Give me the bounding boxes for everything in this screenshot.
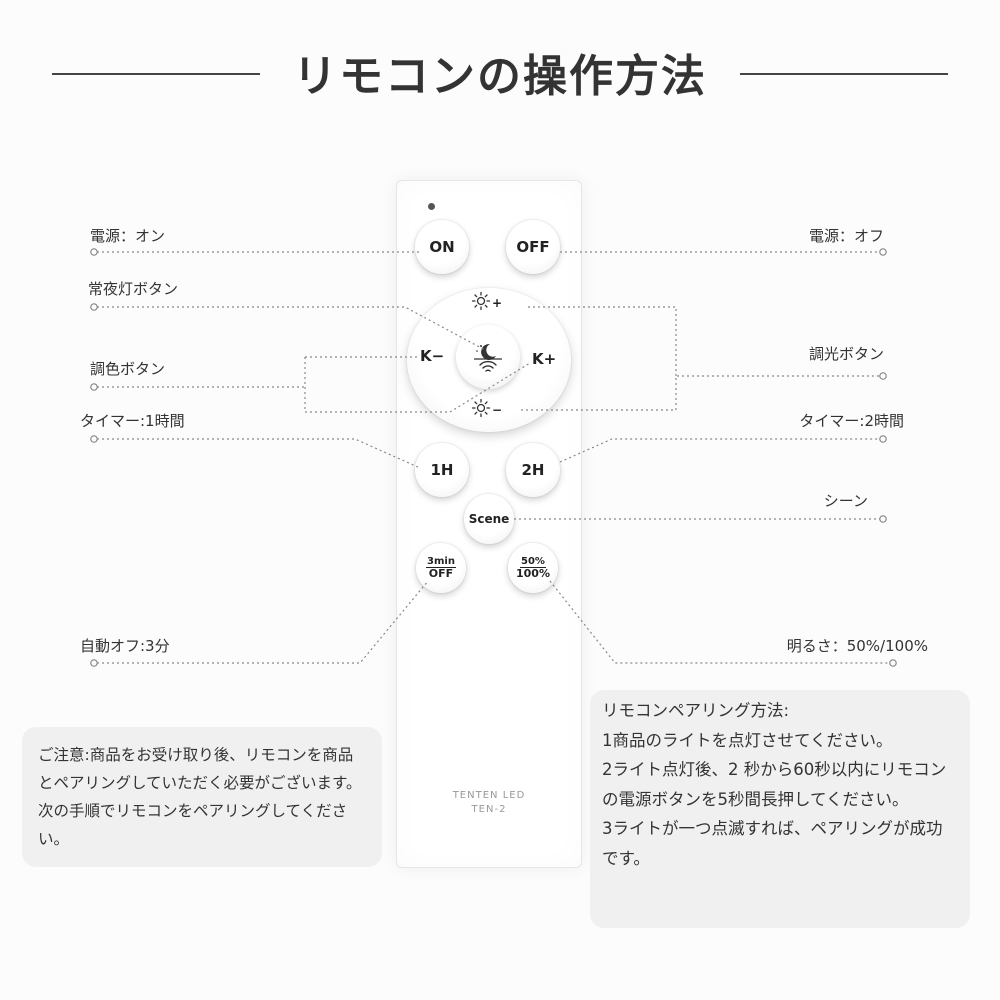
brightness-down-label: − [492,403,503,417]
pairing-step-3: 3ライトが一つ点滅すれば、ペアリングが成功です。 [602,819,943,868]
brightness-toggle-bottom-label: 100% [516,566,550,580]
sun-icon [471,398,491,422]
pairing-title: リモコンペアリング方法: [602,701,790,720]
label-timer-2h: タイマー:2時間 [799,412,904,430]
brightness-toggle-button[interactable]: 50% 100% [508,543,558,593]
page-title: リモコンの操作方法 [293,51,707,102]
brightness-down-button[interactable]: − [471,398,511,422]
color-temp-minus-button[interactable]: K− [420,347,445,365]
label-scene: シーン [823,492,868,510]
auto-off-button[interactable]: 3min OFF [416,543,466,593]
auto-off-bottom-label: OFF [428,566,454,580]
timer-1h-button[interactable]: 1H [415,443,469,497]
power-on-button[interactable]: ON [415,220,469,274]
power-off-button[interactable]: OFF [506,220,560,274]
caution-note: ご注意:商品をお受け取り後、リモコンを商品とペアリングしていただく必要がございま… [22,727,382,867]
brightness-up-label: + [492,296,503,310]
label-brightness: 明るさ：50%/100% [786,637,928,655]
label-night-light: 常夜灯ボタン [88,280,179,298]
brand-label: TENTEN LED [452,790,526,801]
label-power-on: 電源：オン [90,227,166,245]
leader-color-temp-plus [304,357,531,413]
pairing-step-1: 1商品のライトを点灯させてください。 [602,730,893,750]
scene-button[interactable]: Scene [464,494,514,544]
night-light-button[interactable] [456,325,520,389]
title-rule-left [52,73,260,75]
auto-off-top-label: 3min [426,555,456,568]
sun-icon [471,291,491,315]
label-timer-1h: タイマー:1時間 [80,412,185,430]
moon-icon [476,343,496,360]
leader-timer-2h [559,438,880,463]
wifi-signal-icon [479,360,497,372]
leader-brightness-up [528,306,677,376]
color-temp-plus-button[interactable]: K+ [532,350,557,368]
label-auto-off: 自動オフ:3分 [80,637,170,655]
title-rule-right [740,73,948,75]
pairing-step-2: 2ライト点灯後、2 秒から60秒以内にリモコンの電源ボタンを5秒間長押してくださ… [602,760,947,809]
caution-text: ご注意:商品をお受け取り後、リモコンを商品とペアリングしていただく必要がございま… [38,746,362,848]
leader-night-light [97,306,486,351]
label-color-temp: 調色ボタン [90,360,166,378]
ir-indicator [428,203,435,210]
brightness-toggle-top-label: 50% [520,555,546,568]
label-power-off: 電源：オフ [808,227,884,245]
timer-2h-button[interactable]: 2H [506,443,560,497]
pairing-instructions: リモコンペアリング方法: 1商品のライトを点灯させてください。 2ライト点灯後、… [590,690,970,928]
leader-dimming [521,375,880,411]
label-dimming: 調光ボタン [808,345,884,363]
brightness-up-button[interactable]: + [471,291,511,315]
model-label: TEN-2 [471,804,507,815]
leader-timer-1h [97,438,421,469]
